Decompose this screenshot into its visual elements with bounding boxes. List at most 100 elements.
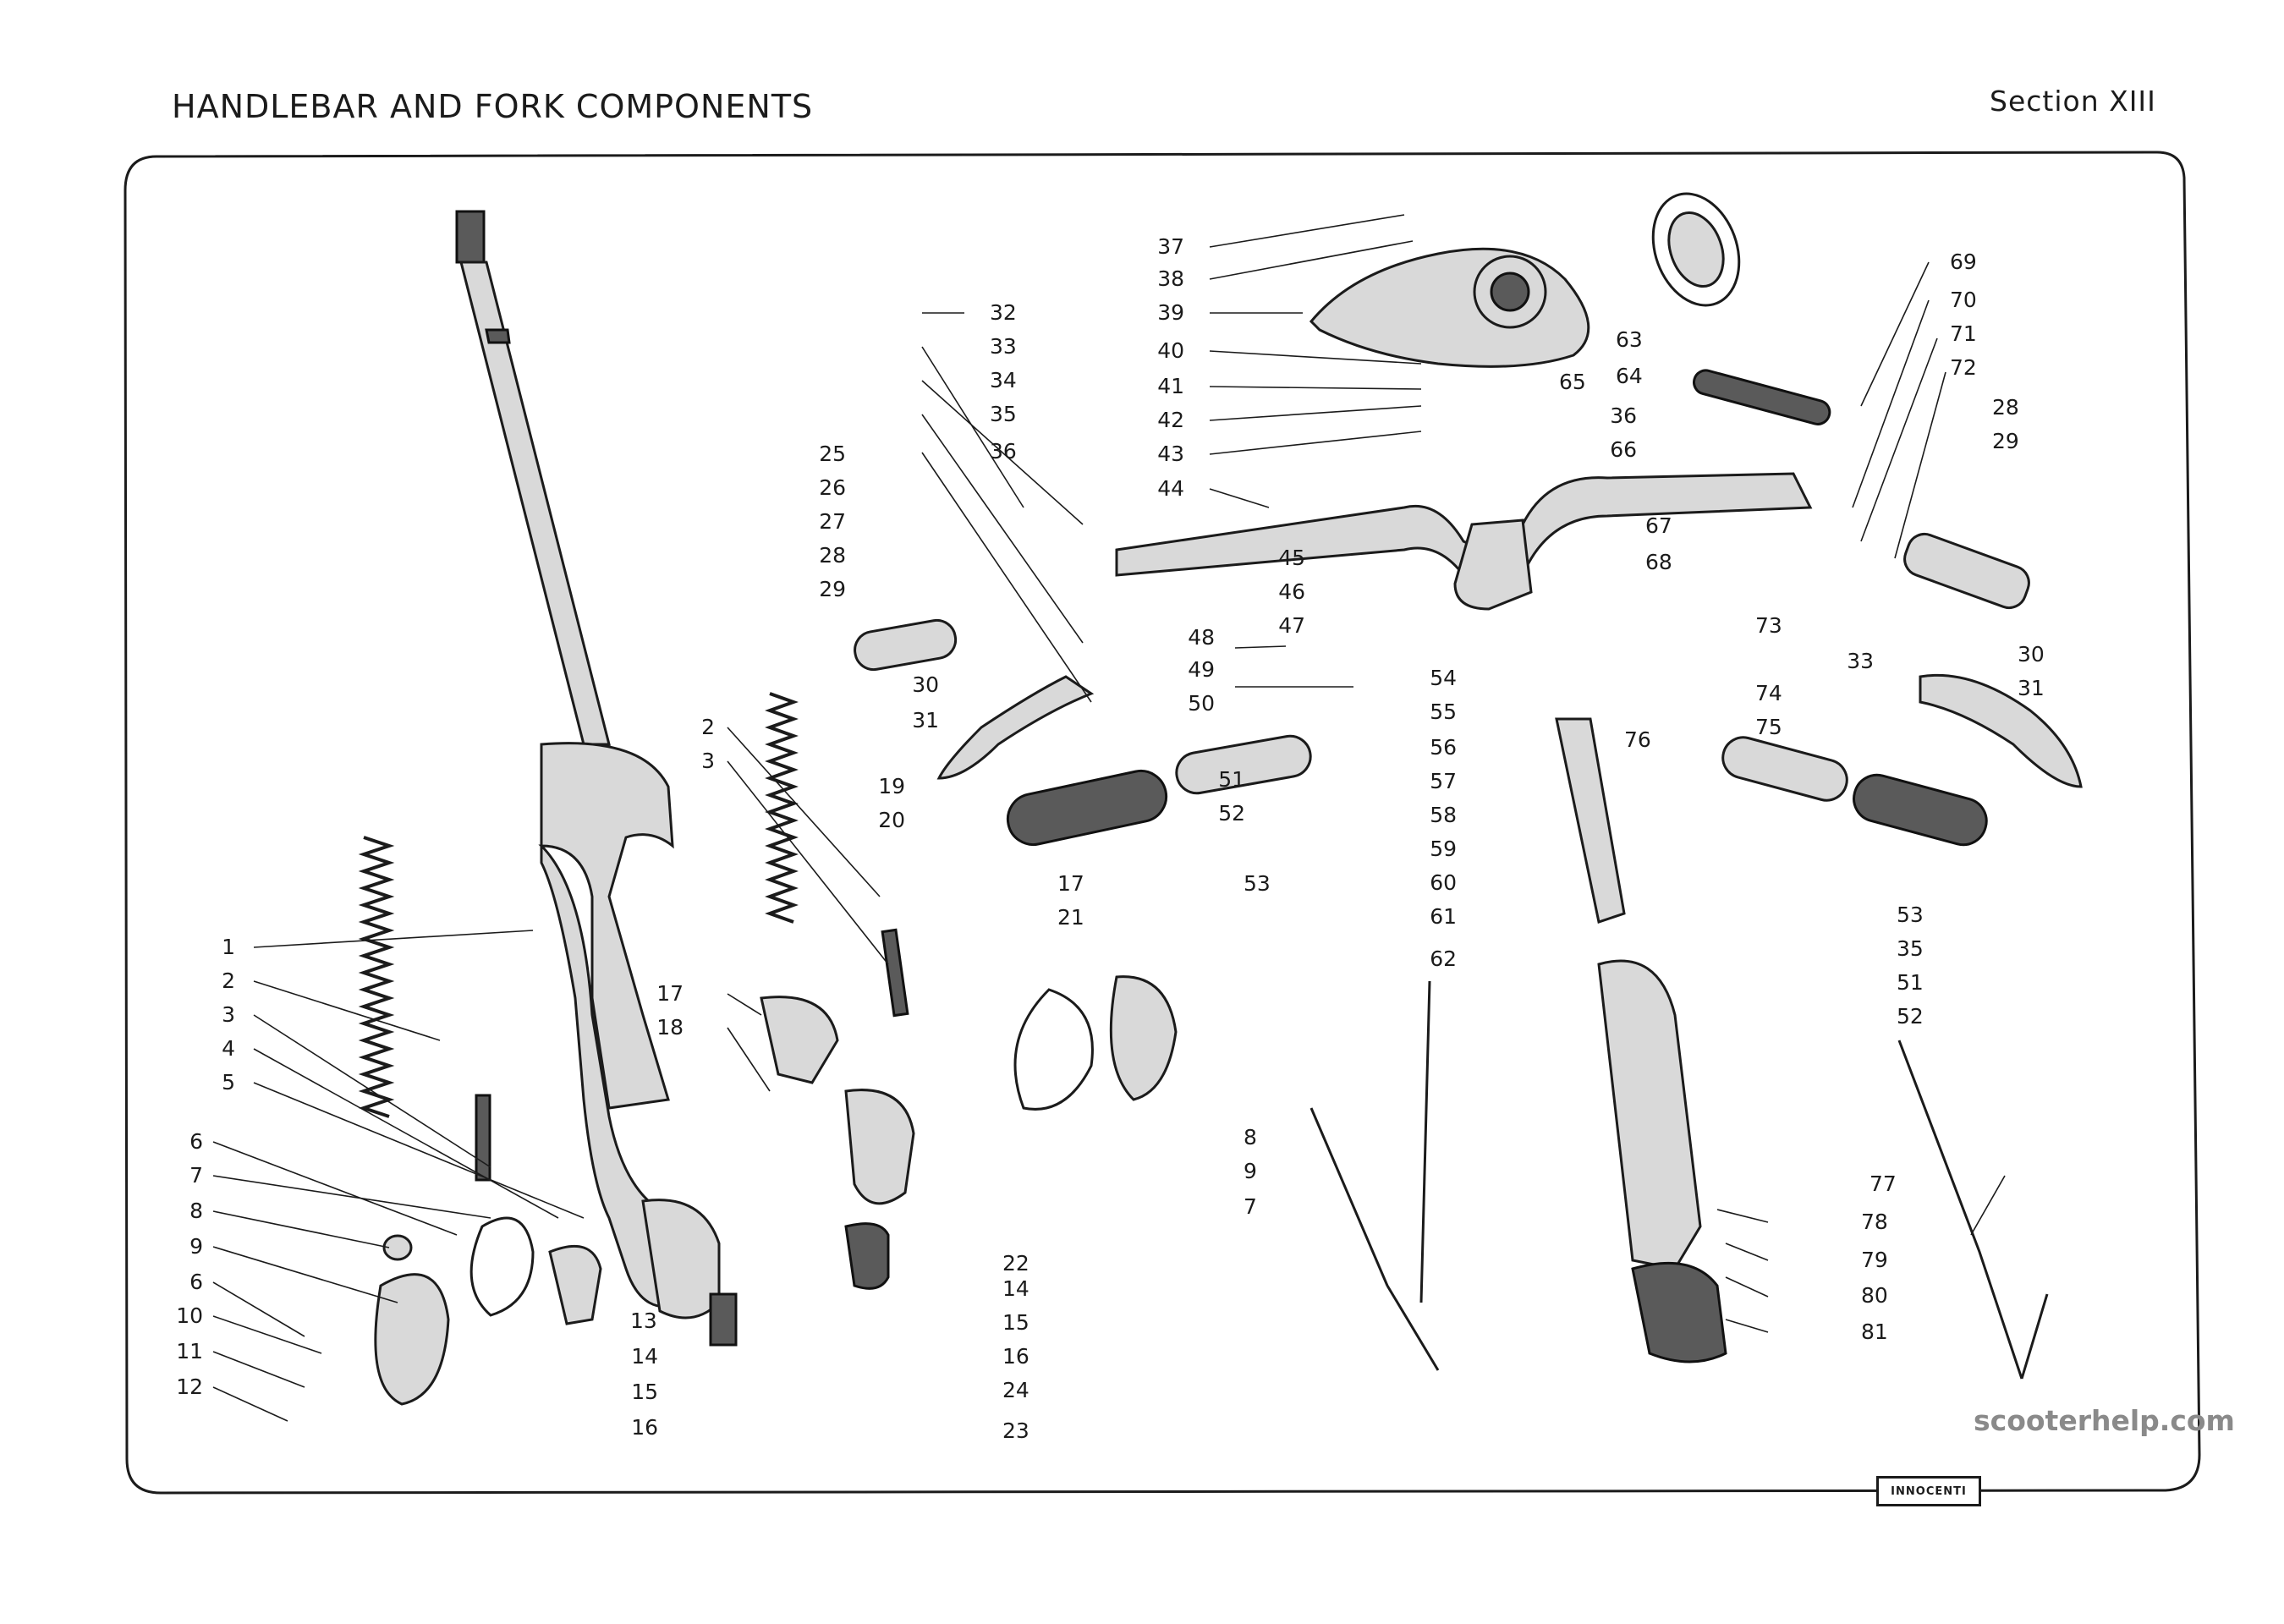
grip-right	[1853, 773, 1988, 847]
callout: 39	[1157, 300, 1184, 325]
callout: 36	[1610, 403, 1637, 428]
callout: 44	[1157, 476, 1184, 501]
callout: 81	[1861, 1320, 1888, 1344]
callout: 42	[1157, 408, 1184, 432]
callout: 12	[176, 1374, 203, 1399]
callout: 32	[990, 300, 1017, 325]
fork-spring-right	[765, 692, 799, 924]
callout: 58	[1430, 803, 1457, 827]
callout-labels: 1 2 3 4 5 6 7 8 9 6 10 11 12 13 14 15 16…	[176, 234, 2045, 1443]
callout: 59	[1430, 837, 1457, 861]
callout: 30	[2018, 642, 2045, 667]
leader-lines	[212, 214, 2006, 1422]
callout: 43	[1157, 442, 1184, 466]
callout: 76	[1624, 727, 1651, 752]
callout: 52	[1897, 1004, 1924, 1029]
steering-tube	[1597, 959, 1702, 1270]
callout: 17	[656, 981, 684, 1006]
steering-column	[1555, 717, 1626, 924]
callout: 27	[819, 509, 846, 534]
callout: 70	[1950, 288, 1977, 312]
callout: 49	[1188, 657, 1215, 682]
callout: 22	[1002, 1251, 1029, 1276]
callout: 35	[990, 402, 1017, 426]
callout: 28	[819, 543, 846, 568]
callout: 65	[1559, 370, 1586, 394]
grip-sleeve-left	[854, 618, 958, 672]
callout: 53	[1244, 871, 1271, 896]
callout: 11	[176, 1339, 203, 1363]
callout: 14	[1002, 1276, 1029, 1301]
callout: 6	[189, 1129, 203, 1154]
callout: 2	[222, 968, 235, 993]
callout: 3	[222, 1002, 235, 1027]
callout: 1	[222, 935, 235, 959]
grip-left	[1006, 769, 1168, 847]
callout: 54	[1430, 666, 1457, 690]
callout: 31	[912, 708, 939, 732]
callout: 52	[1218, 801, 1245, 826]
callout: 15	[631, 1380, 658, 1404]
callout: 18	[656, 1015, 684, 1040]
callout: 50	[1188, 691, 1215, 716]
callout: 62	[1430, 946, 1457, 971]
throttle-tube	[1693, 369, 1831, 425]
bush	[382, 1234, 413, 1261]
callout: 53	[1897, 903, 1924, 927]
callout: 38	[1157, 266, 1184, 291]
grip-sleeve-mid	[1175, 734, 1312, 795]
callout: 60	[1430, 870, 1457, 895]
callout: 29	[1992, 429, 2019, 453]
callout: 73	[1755, 613, 1782, 638]
cable-right-y	[1897, 1040, 2049, 1380]
callout: 67	[1645, 513, 1672, 538]
callout: 3	[701, 749, 715, 773]
callout: 36	[990, 439, 1017, 464]
callout: 77	[1869, 1171, 1897, 1196]
callout: 45	[1278, 546, 1305, 570]
callout: 74	[1755, 681, 1782, 705]
callout: 5	[222, 1070, 235, 1095]
callout: 71	[1950, 321, 1977, 346]
headset-clamp	[1453, 518, 1533, 611]
callout: 29	[819, 577, 846, 601]
callout: 37	[1157, 234, 1184, 259]
callout: 10	[176, 1303, 203, 1328]
callout: 23	[1002, 1418, 1029, 1443]
callout: 80	[1861, 1283, 1888, 1308]
callout: 72	[1950, 355, 1977, 380]
callout: 41	[1157, 374, 1184, 398]
callout: 51	[1897, 970, 1924, 995]
callout: 66	[1610, 437, 1637, 462]
callout: 33	[1847, 649, 1874, 673]
page-title: HANDLEBAR AND FORK COMPONENTS	[172, 88, 814, 125]
callout: 48	[1188, 625, 1215, 650]
callout: 40	[1157, 338, 1184, 363]
callout: 46	[1278, 579, 1305, 604]
callout: 19	[878, 774, 905, 798]
watermark: scooterhelp.com	[1974, 1404, 2235, 1437]
callout: 16	[1002, 1344, 1029, 1369]
callout: 14	[631, 1344, 658, 1369]
callout: 8	[189, 1199, 203, 1223]
bolt	[881, 928, 909, 1018]
lever-left	[936, 675, 1095, 780]
callout: 35	[1897, 936, 1924, 961]
callout: 69	[1950, 250, 1977, 274]
callout: 21	[1057, 905, 1084, 930]
callout: 34	[990, 368, 1017, 392]
callout: 63	[1616, 327, 1643, 352]
callout: 31	[2018, 676, 2045, 700]
callout: 25	[819, 442, 846, 466]
callout: 51	[1218, 767, 1245, 792]
callout: 9	[1244, 1159, 1257, 1183]
callout: 33	[990, 334, 1017, 359]
fork-assembly	[455, 210, 915, 1320]
callout: 17	[1057, 871, 1084, 896]
callout: 47	[1278, 613, 1305, 638]
grip-sleeve-right	[1721, 736, 1848, 802]
callout: 20	[878, 808, 905, 832]
callout: 61	[1430, 904, 1457, 929]
callout: 2	[701, 715, 715, 739]
callout: 28	[1992, 395, 2019, 420]
